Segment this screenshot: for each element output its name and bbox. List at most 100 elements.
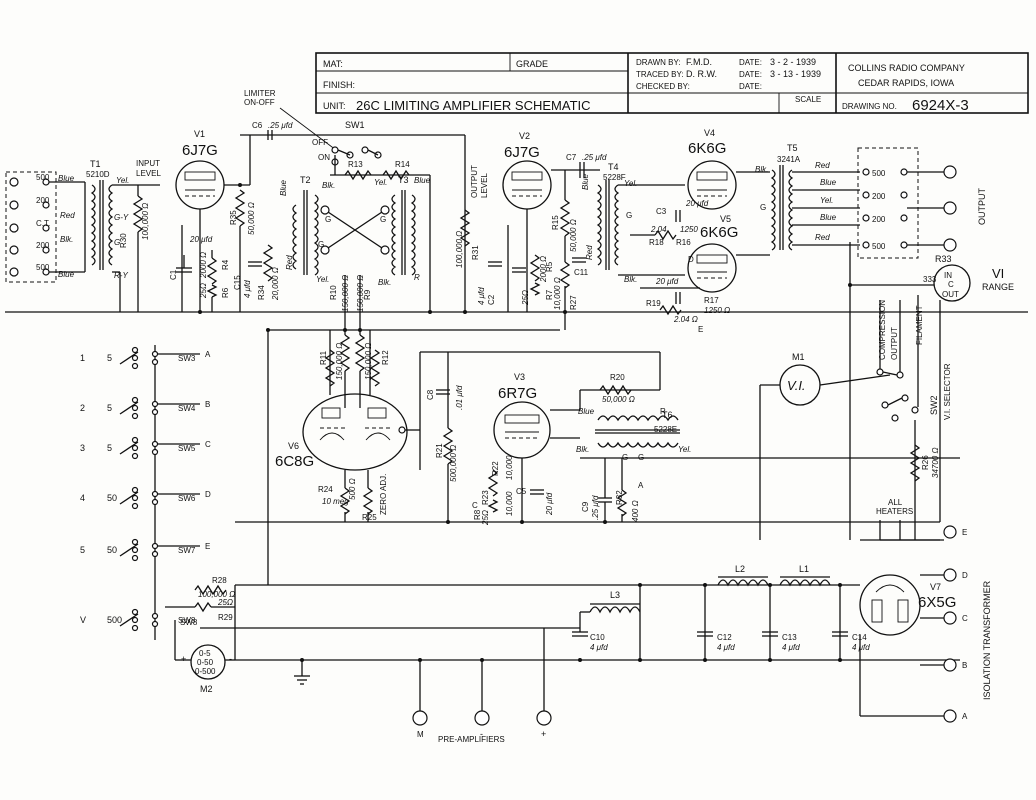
node-e-label: E (698, 325, 703, 334)
pre-amp-m-label: M (417, 730, 424, 739)
terminal-e[interactable] (943, 525, 957, 539)
m2-ref: M2 (200, 684, 213, 694)
t2-red: Red (285, 255, 294, 270)
c2-ref: C2 (487, 294, 496, 305)
t1-ry: R-Y (114, 271, 128, 280)
switch-contact (131, 538, 139, 546)
t3-blue: Blue (414, 176, 431, 185)
t2-g: G (325, 215, 331, 224)
vi-range-r33: R33 IN C OUT VI RANGE 333 (850, 254, 1014, 302)
t5-blue-2: Blue (820, 213, 837, 222)
l1-ref: L1 (799, 564, 809, 574)
t5-yel: Yel. (820, 196, 833, 205)
limiter-bridge-t2-t3: T2 Blue Red Blk. Yel. G G T3 Yel. Blue B… (279, 155, 431, 312)
switch-contact (131, 502, 139, 510)
c6-value: .25 μfd (268, 121, 293, 130)
r7-value: 25Ω (521, 290, 530, 306)
t3-yel: Yel. (374, 178, 387, 187)
switch-contact (151, 400, 159, 408)
r8-ref: R8 (473, 509, 482, 520)
sw2-ref: SW2 (929, 395, 939, 415)
t4-ref: T4 (608, 162, 619, 172)
input-tap-5: 500 (36, 263, 50, 272)
r33-c: C (948, 280, 954, 289)
switch-arm (119, 401, 139, 415)
r25-ref: R24 (318, 485, 333, 494)
pre-amp-m-terminal[interactable] (412, 710, 428, 726)
terminal-a[interactable] (943, 709, 957, 723)
drawn-date: 3 - 2 - 1939 (770, 57, 816, 67)
switch-label: SW4 (178, 404, 196, 413)
r15-value: 50,000 Ω (569, 219, 578, 252)
junction-dots (266, 283, 852, 662)
pre-amp-plus-terminal[interactable] (536, 710, 552, 726)
r17-ref: R17 (704, 296, 719, 305)
r4-ref: R4 (221, 259, 230, 270)
v2-passives: OUTPUT LEVEL R31 100,000 Ω C2 4 μfd R5 2… (455, 153, 607, 330)
terminal-c[interactable] (943, 611, 957, 625)
t1-part: 5210D (86, 170, 110, 179)
output-terminal-3[interactable] (943, 238, 957, 252)
vi-selector-sw2: COMPRESSION OUTPUT FILAMENT SW2 V.I. SEL… (876, 295, 952, 422)
t2-blk: Blk. (322, 181, 335, 190)
c7-ref: C7 (566, 153, 577, 162)
t4-part: 5228F (603, 173, 626, 182)
switch-contact (151, 448, 159, 456)
pre-amp-minus-terminal[interactable] (474, 710, 490, 726)
c13-ref: C13 (782, 633, 797, 642)
t6-yel: Yel. (678, 445, 691, 454)
terminal-d[interactable] (943, 568, 957, 582)
output-terminal-1[interactable] (943, 165, 957, 179)
r9-value: 150,000 Ω (356, 275, 365, 312)
r15-ref: R15 (551, 215, 560, 230)
input-section: 500 200 C.T. 200 500 T1 5210D Blue Blue … (5, 159, 161, 312)
pre-amp-plus-label: + (541, 729, 546, 739)
node-a-label: A (638, 481, 644, 490)
c8-ref: C8 (426, 389, 435, 400)
tube-v3: V3 6R7G (493, 372, 580, 459)
r33-out: OUT (942, 290, 959, 299)
switch-contact (151, 620, 159, 628)
pre-amplifiers: M - + PRE-AMPLIFIERS (412, 628, 552, 744)
t5-blue-1: Blue (820, 178, 837, 187)
t2-g2: G (318, 240, 324, 249)
t1-yel: Yel. (116, 176, 129, 185)
t5-part: 3241A (777, 155, 801, 164)
r11-value: 150,000 Ω (335, 343, 344, 380)
r29-value: 25Ω (217, 598, 233, 607)
r7-ref: R7 (545, 289, 554, 300)
terminal-b[interactable] (943, 658, 957, 672)
c10-value: 4 μfd (590, 643, 608, 652)
drawing-no-label: DRAWING NO. (842, 102, 897, 111)
checked-by-label: CHECKED BY: (636, 82, 690, 91)
t6-r: R (660, 407, 666, 416)
v3-passives: C8 .01 μfd R21 500,000 Ω R22 10,000 R23 … (426, 352, 666, 526)
switch-contact (151, 350, 159, 358)
transformer-t4: T4 5228F Blue Red Yel. Blk. G (581, 162, 685, 284)
traced-date-label: DATE: (739, 70, 762, 79)
tube-v5: V5 6K6G (687, 214, 770, 293)
t1-blk: Blk. (60, 235, 73, 244)
v2-ref: V2 (519, 131, 530, 141)
v3-type: 6R7G (498, 385, 537, 402)
r8-value: 25Ω (481, 510, 490, 526)
t4-blk: Blk. (624, 275, 637, 284)
r30-value: 100,000 Ω (141, 203, 150, 240)
output-terminal-2[interactable] (943, 201, 957, 215)
ground-symbol (294, 660, 310, 685)
r5-value: 2000 Ω (539, 256, 548, 283)
c15-ref: C15 (233, 275, 242, 290)
r28-value: 100,000 Ω (198, 590, 235, 599)
sw2-pos-compression: COMPRESSION (878, 300, 887, 360)
tube-v2: V2 6J7G (502, 131, 600, 312)
v4-v5-passives: C3 20 μfd 20 μfd R18 2.04 R16 1250 D R19… (640, 199, 730, 334)
switch-contact (131, 494, 139, 502)
